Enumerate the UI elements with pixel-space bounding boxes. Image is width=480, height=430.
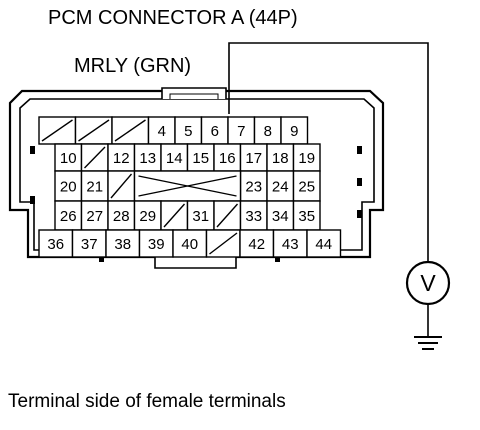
terminal-slash bbox=[114, 119, 146, 142]
terminal-number-28: 28 bbox=[113, 208, 130, 225]
terminal-number-43: 43 bbox=[282, 236, 299, 253]
terminal-number-10: 10 bbox=[60, 150, 77, 167]
terminal-number-42: 42 bbox=[248, 236, 265, 253]
cross-line bbox=[138, 175, 237, 197]
probe-wire bbox=[228, 42, 429, 262]
terminal-number-35: 35 bbox=[298, 208, 315, 225]
terminal-slash bbox=[110, 173, 133, 199]
terminal-number-40: 40 bbox=[181, 236, 198, 253]
terminal-5 bbox=[174, 116, 203, 145]
terminal-25 bbox=[292, 170, 321, 202]
terminal-number-18: 18 bbox=[272, 150, 289, 167]
terminal-number-38: 38 bbox=[114, 236, 131, 253]
latch-marks bbox=[30, 146, 362, 262]
terminal-slash bbox=[41, 119, 73, 142]
terminal-number-25: 25 bbox=[298, 179, 315, 196]
connector-terminals: 4 5 6 7 8 9 10 12 13 14 15 16 17 18 19 20 21 23 24 25 26 27 28… bbox=[38, 116, 342, 258]
terminal-36 bbox=[38, 229, 74, 258]
terminal-number-20: 20 bbox=[60, 179, 77, 196]
terminal-number-31: 31 bbox=[192, 208, 209, 225]
terminal-number-23: 23 bbox=[245, 179, 262, 196]
ground-icon bbox=[414, 336, 442, 350]
terminal-number-14: 14 bbox=[166, 150, 183, 167]
terminal-number-21: 21 bbox=[86, 179, 103, 196]
terminal-slash bbox=[78, 119, 110, 142]
terminal-slash bbox=[209, 232, 238, 255]
terminal-number-39: 39 bbox=[148, 236, 165, 253]
terminal-number-24: 24 bbox=[272, 179, 289, 196]
terminal-number-4: 4 bbox=[158, 123, 166, 140]
terminal-number-36: 36 bbox=[47, 236, 64, 253]
connector-title: PCM CONNECTOR A (44P) bbox=[48, 7, 298, 29]
terminal-number-44: 44 bbox=[315, 236, 332, 253]
terminal-number-27: 27 bbox=[86, 208, 103, 225]
terminal-number-6: 6 bbox=[211, 123, 219, 140]
terminal-number-15: 15 bbox=[192, 150, 209, 167]
terminal-number-29: 29 bbox=[139, 208, 156, 225]
terminal-row-1: 4 5 6 7 8 9 bbox=[38, 116, 309, 145]
terminal-number-19: 19 bbox=[298, 150, 315, 167]
terminal-34 bbox=[266, 200, 295, 231]
voltmeter-symbol: V bbox=[420, 270, 436, 296]
terminal-number-8: 8 bbox=[264, 123, 272, 140]
terminal-slash bbox=[163, 203, 186, 228]
terminal-slash bbox=[83, 146, 106, 169]
terminal-row-3: 20 21 23 24 25 bbox=[54, 170, 321, 202]
terminal-19 bbox=[292, 143, 321, 172]
terminal-39 bbox=[138, 229, 174, 258]
terminal-row-2: 10 12 13 14 15 16 17 18 19 bbox=[54, 143, 321, 172]
terminal-number-12: 12 bbox=[113, 150, 130, 167]
voltmeter: V bbox=[405, 260, 451, 306]
terminal-number-9: 9 bbox=[290, 123, 298, 140]
terminal-29 bbox=[133, 200, 162, 231]
terminal-number-37: 37 bbox=[81, 236, 98, 253]
terminal-number-7: 7 bbox=[237, 123, 245, 140]
connector-housing bbox=[8, 87, 385, 269]
terminal-number-5: 5 bbox=[184, 123, 192, 140]
terminal-row-5: 36 37 38 39 40 42 43 44 bbox=[38, 229, 342, 258]
terminal-number-13: 13 bbox=[139, 150, 156, 167]
terminal-number-17: 17 bbox=[245, 150, 262, 167]
caption: Terminal side of female terminals bbox=[8, 391, 286, 412]
terminal-number-16: 16 bbox=[219, 150, 236, 167]
terminal-row-4: 26 27 28 29 31 33 34 35 bbox=[54, 200, 321, 231]
terminal-43 bbox=[272, 229, 308, 258]
terminal-slash bbox=[216, 203, 239, 228]
terminal-number-26: 26 bbox=[60, 208, 77, 225]
terminal-44 bbox=[306, 229, 342, 258]
wire-label: MRLY (GRN) bbox=[74, 55, 191, 77]
terminal-number-33: 33 bbox=[245, 208, 262, 225]
terminal-number-34: 34 bbox=[272, 208, 289, 225]
